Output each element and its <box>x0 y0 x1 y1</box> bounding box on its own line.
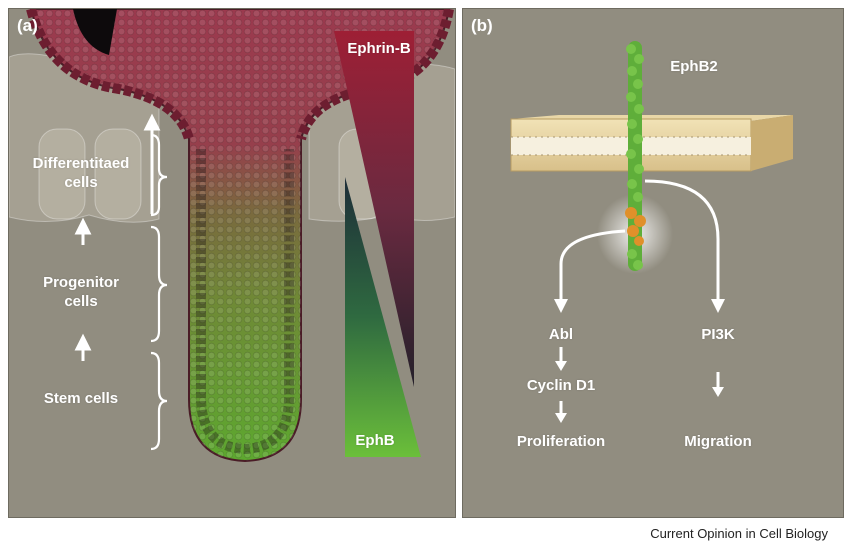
crypt-illustration <box>9 9 455 463</box>
ephb-label: EphB <box>355 432 395 449</box>
differentiation-arrows <box>74 113 161 361</box>
ephrin-b-gradient-triangle <box>334 31 414 387</box>
differentiated-cells-label: Differentitaed cells <box>32 155 130 191</box>
ephb-gradient-triangle <box>345 177 421 457</box>
proliferation-label: Proliferation <box>516 433 606 450</box>
ephb2-label: EphB2 <box>670 58 718 75</box>
stem-cells-label: Stem cells <box>43 390 119 407</box>
ephb2-receptor <box>625 41 646 271</box>
panel-b-label: (b) <box>471 16 493 35</box>
panel-a-label: (a) <box>17 16 38 35</box>
cell-membrane <box>510 115 793 172</box>
abl-label: Abl <box>548 326 574 343</box>
panel-b: (b) EphB2 Abl Cyclin D1 Proliferation PI… <box>462 8 844 518</box>
signaling-illustration <box>510 41 793 423</box>
panel-a: (a) Differentitaed cells Progenitor cell… <box>8 8 456 518</box>
crypt-body <box>26 9 454 463</box>
signal-arrowheads <box>554 299 725 423</box>
ephrin-b-label: Ephrin-B <box>347 40 411 57</box>
cyclin-d1-label: Cyclin D1 <box>526 377 596 394</box>
journal-credit: Current Opinion in Cell Biology <box>650 526 828 541</box>
stage-braces <box>150 133 168 451</box>
signal-arrows <box>559 179 720 413</box>
pi3k-label: PI3K <box>701 326 735 343</box>
progenitor-cells-label: Progenitor cells <box>43 274 119 310</box>
migration-label: Migration <box>684 433 752 450</box>
